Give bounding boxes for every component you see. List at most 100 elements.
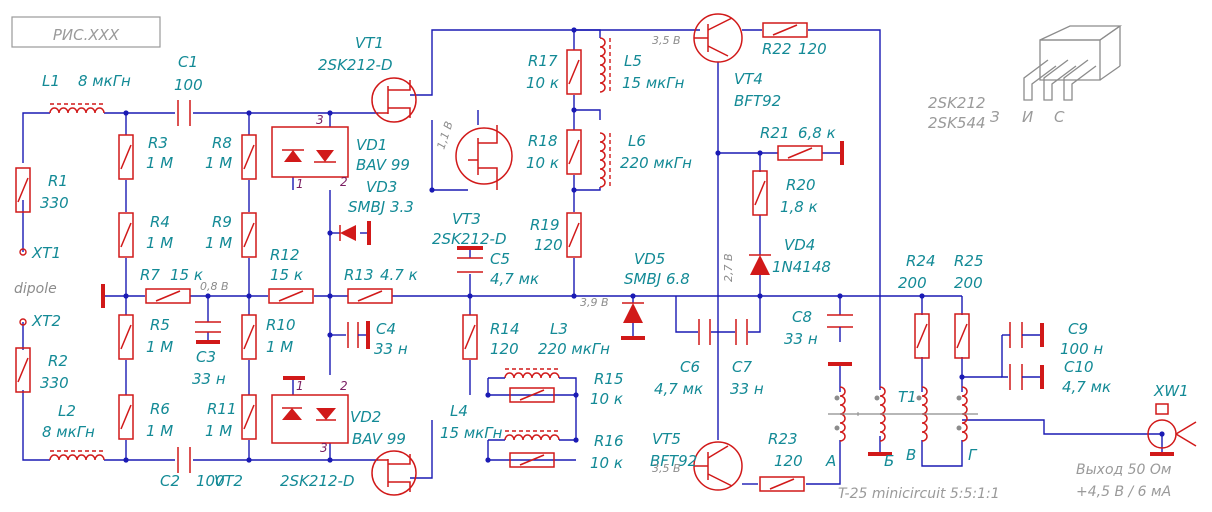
label-vd3-value: SMBJ 3.3 — [348, 198, 414, 216]
label-vt5-value: BFT92 — [650, 452, 697, 470]
label-r23-value: 120 — [774, 452, 803, 470]
resistor-r7 — [145, 288, 191, 304]
label-vt4-ref: VT4 — [734, 70, 763, 88]
label-l6-value: 220 мкГн — [620, 154, 692, 172]
label-c7-ref: C7 — [732, 358, 752, 376]
label-r24-ref: R24 — [906, 252, 936, 270]
label-vd2-pin2: 2 — [340, 379, 348, 393]
label-r14-ref: R14 — [490, 320, 520, 338]
label-c1-value: 100 — [174, 76, 203, 94]
label-c5-ref: C5 — [490, 250, 510, 268]
label-r10-ref: R10 — [266, 316, 296, 334]
label-r24-value: 200 — [898, 274, 927, 292]
label-vt3-ref: VT3 — [452, 210, 481, 228]
label-vd4-ref: VD4 — [784, 236, 815, 254]
label-r13-ref: R13 — [344, 266, 374, 284]
label-r23-ref: R23 — [768, 430, 798, 448]
label-t1: T1 — [898, 388, 917, 406]
label-r6-ref: R6 — [150, 400, 170, 418]
label-l2-value: 8 мкГн — [42, 423, 95, 441]
label-r13-value: 4.7 к — [380, 266, 418, 284]
label-t1-g: Г — [968, 446, 978, 464]
label-r8-ref: R8 — [212, 134, 232, 152]
label-r2-ref: R2 — [48, 352, 68, 370]
label-l3-ref: L3 — [550, 320, 568, 338]
label-t1-b: Б — [884, 452, 894, 470]
label-transformer-part: T-25 minicircuit 5:5:1:1 — [838, 486, 1000, 502]
resistor-r19 — [566, 212, 582, 258]
label-r2-value: 330 — [40, 374, 69, 392]
title-box — [11, 16, 161, 48]
figure-title: РИС.XXX — [53, 26, 120, 44]
label-vt2-value: 2SK212-D — [280, 472, 355, 490]
label-output-supply: +4,5 В / 6 мА — [1076, 484, 1171, 500]
label-vd1-ref: VD1 — [356, 136, 387, 154]
label-l3-value: 220 мкГн — [538, 340, 610, 358]
resistor-r13 — [347, 288, 393, 304]
label-r10-value: 1 М — [266, 338, 293, 356]
resistor-r10 — [241, 314, 257, 360]
label-c3-value: 33 н — [192, 370, 226, 388]
label-t1-a: А — [825, 452, 836, 470]
label-vt3-value: 2SK212-D — [432, 230, 507, 248]
resistor-r8 — [241, 134, 257, 180]
label-r19-ref: R19 — [530, 216, 560, 234]
resistor-r14 — [462, 314, 478, 360]
label-l2-ref: L2 — [58, 402, 76, 420]
label-c9-value: 100 н — [1060, 340, 1103, 358]
junctions — [123, 27, 1165, 463]
label-c5-value: 4,7 мк — [490, 270, 539, 288]
diodes — [271, 126, 771, 444]
resistor-r17 — [566, 49, 582, 95]
label-vd2-ref: VD2 — [350, 408, 381, 426]
label-c2-value: 100 — [196, 472, 225, 490]
resistor-r22 — [762, 22, 808, 38]
package-drawing — [1023, 25, 1123, 101]
resistor-r5 — [118, 314, 134, 360]
label-vt5-ref: VT5 — [652, 430, 681, 448]
label-r4-value: 1 М — [146, 234, 173, 252]
label-vt2-ref: VT2 — [214, 472, 243, 490]
label-vd1-value: BAV 99 — [356, 156, 410, 174]
label-vd5-ref: VD5 — [634, 250, 665, 268]
label-vd3-ref: VD3 — [366, 178, 397, 196]
label-r5-value: 1 М — [146, 338, 173, 356]
label-l4-ref: L4 — [450, 402, 468, 420]
resistor-r25 — [954, 313, 970, 359]
label-r1-ref: R1 — [48, 172, 68, 190]
label-r17-value: 10 к — [526, 74, 559, 92]
inductor-l4 — [504, 430, 560, 441]
label-c4-ref: C4 — [376, 320, 396, 338]
label-r16-ref: R16 — [594, 432, 624, 450]
label-r20-ref: R20 — [786, 176, 816, 194]
label-l1-value: 8 мкГн — [78, 72, 131, 90]
label-r25-ref: R25 — [954, 252, 984, 270]
label-vt1-value: 2SK212-D — [318, 56, 393, 74]
label-r11-ref: R11 — [207, 400, 237, 418]
resistor-r18 — [566, 129, 582, 175]
label-v-vt4-e: 3,5 В — [652, 34, 681, 47]
inductor-l1 — [49, 103, 105, 114]
label-t1-v: В — [906, 446, 916, 464]
label-l6-ref: L6 — [628, 132, 646, 150]
transistors — [371, 13, 743, 496]
label-package-1: 2SK212 — [928, 94, 986, 112]
label-r9-value: 1 М — [205, 234, 232, 252]
label-v-vt5-e: 3,5 В — [652, 462, 681, 475]
resistor-r4 — [118, 212, 134, 258]
label-r15-value: 10 к — [590, 390, 623, 408]
capacitors — [177, 100, 1023, 473]
transformer-t1 — [828, 386, 978, 442]
label-r21-ref: R21 — [760, 124, 790, 142]
label-c9-ref: C9 — [1068, 320, 1088, 338]
resistor-r23 — [759, 476, 805, 492]
label-xt1: XT1 — [31, 244, 61, 262]
label-v-node2: 3,9 В — [580, 296, 609, 309]
label-v-node1: 0,8 В — [200, 280, 229, 293]
resistor-r9 — [241, 212, 257, 258]
label-c6-value: 4,7 мк — [654, 380, 703, 398]
resistor-r2 — [15, 347, 31, 393]
label-pin-i: И — [1022, 108, 1033, 126]
label-output-impedance: Выход 50 Ом — [1076, 462, 1172, 478]
